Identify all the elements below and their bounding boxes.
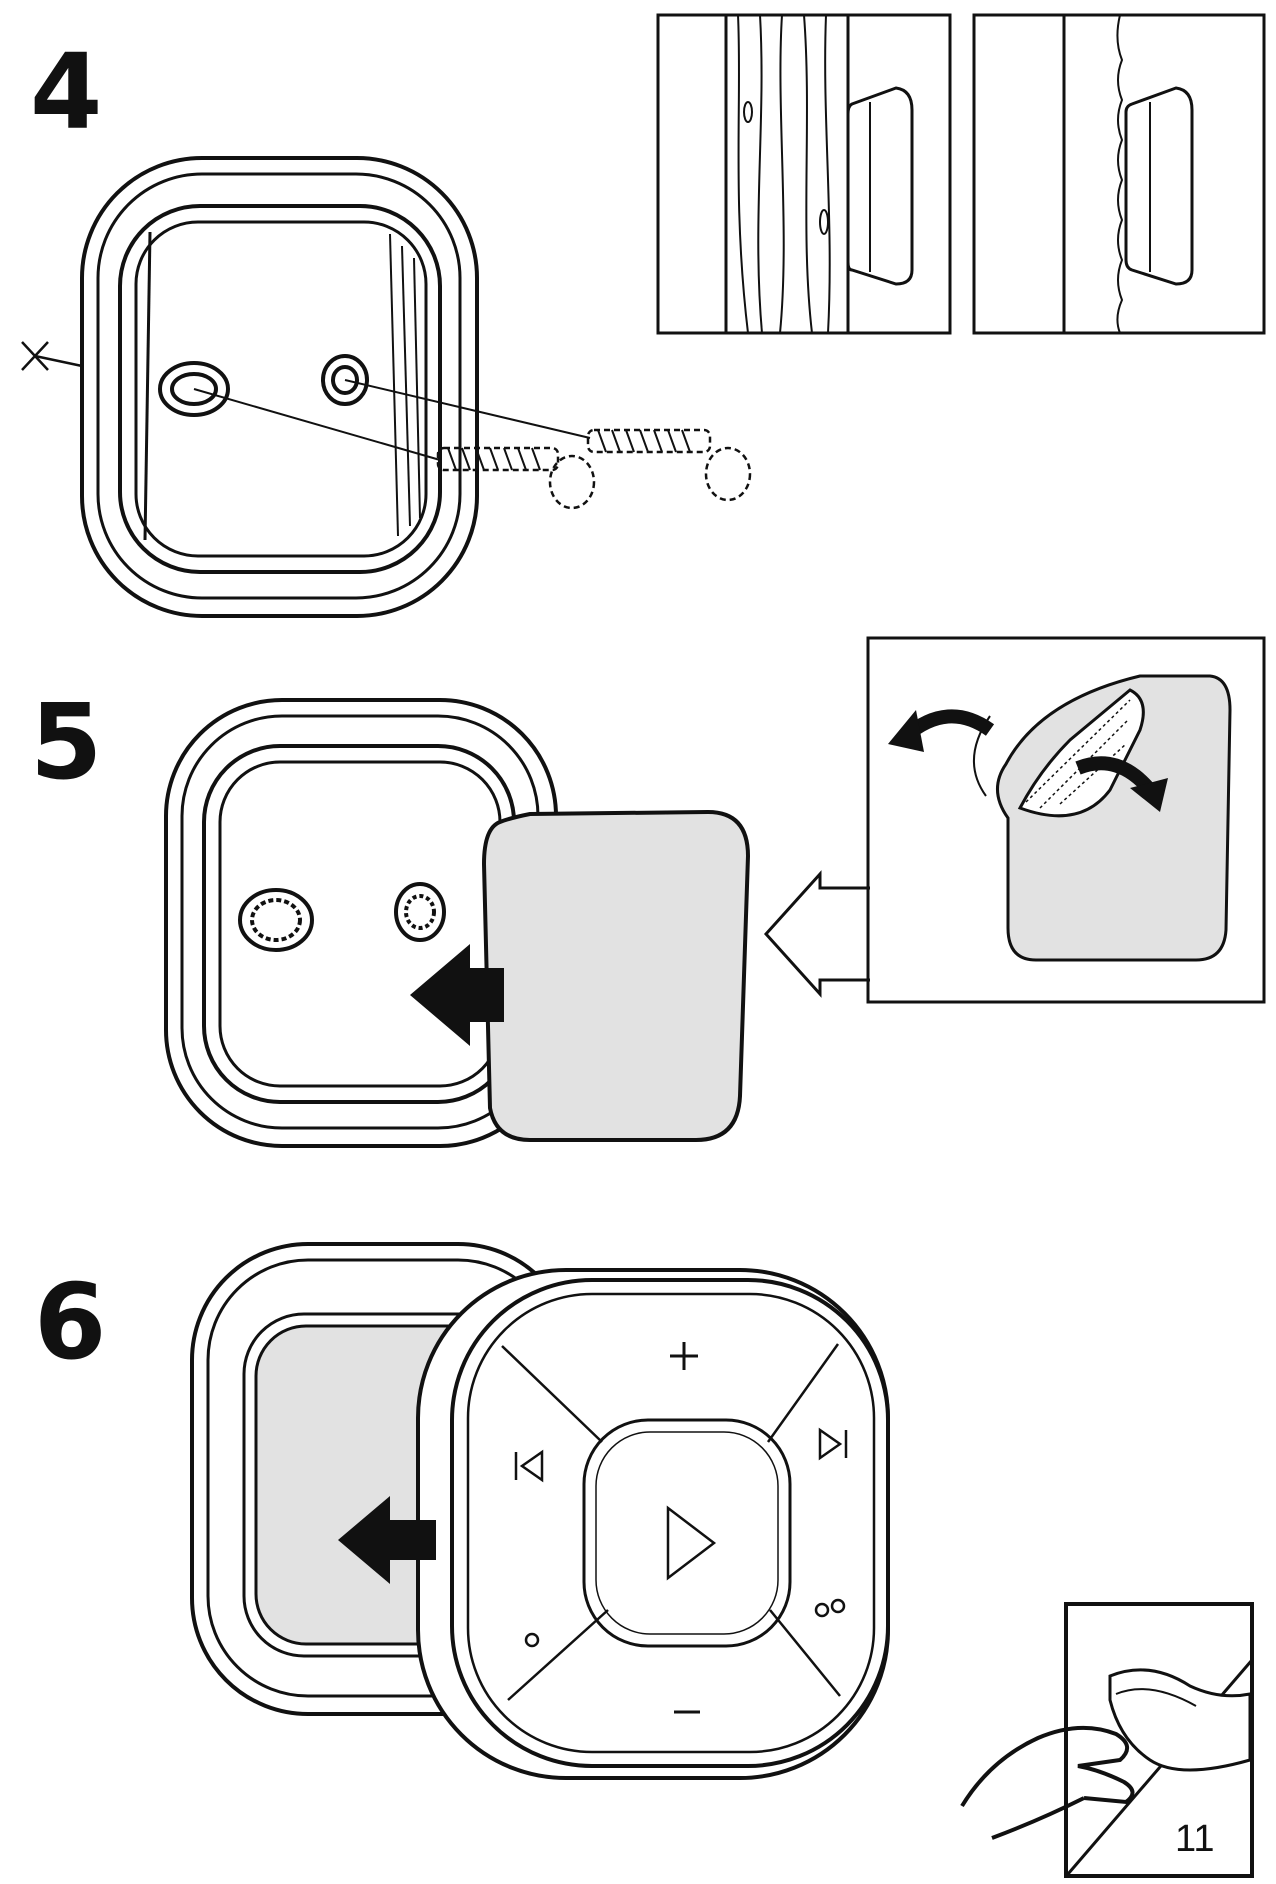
screw-icon: [344, 379, 752, 502]
double-dot-icon: [814, 1598, 846, 1618]
step-number-4: 4: [30, 31, 103, 153]
inset-plaster-wall: [972, 13, 1266, 335]
inset-peel-adhesive: [866, 636, 1266, 1004]
curved-arrow-left-icon: [888, 709, 995, 752]
hollow-arrow-left-icon: [763, 870, 870, 998]
bracket-side-view: [846, 86, 914, 286]
mounting-hole-left: [158, 361, 230, 417]
single-dot-icon: [524, 1632, 540, 1648]
step-number-6: 6: [34, 1261, 107, 1383]
step-number-5: 5: [30, 681, 103, 803]
page-turn-icon: [960, 1602, 1254, 1878]
arrow-left-icon: [410, 944, 504, 1046]
wall-bracket: [80, 156, 479, 618]
page-number: 11: [1175, 1818, 1215, 1860]
mounting-hole-right: [321, 354, 369, 406]
step-5-illustration: [164, 698, 870, 1148]
previous-track-icon: [514, 1449, 544, 1483]
step-6-illustration: [190, 1242, 890, 1780]
screw-head-right: [394, 882, 446, 942]
adhesive-pad: [481, 809, 751, 1142]
step-4-illustration: [21, 156, 752, 618]
arrow-left-icon: [338, 1496, 436, 1584]
next-track-icon: [818, 1427, 848, 1461]
remote-control: [416, 1268, 890, 1780]
play-icon: [666, 1505, 717, 1581]
screw-head-left: [238, 888, 314, 952]
volume-up-icon: [670, 1342, 698, 1370]
curved-arrow-right-icon: [1075, 756, 1168, 812]
inset-wood-wall: [656, 13, 952, 335]
bracket-side-view: [1124, 86, 1194, 286]
screw-icon: [193, 388, 596, 510]
wall-mark-icon: [21, 341, 83, 371]
